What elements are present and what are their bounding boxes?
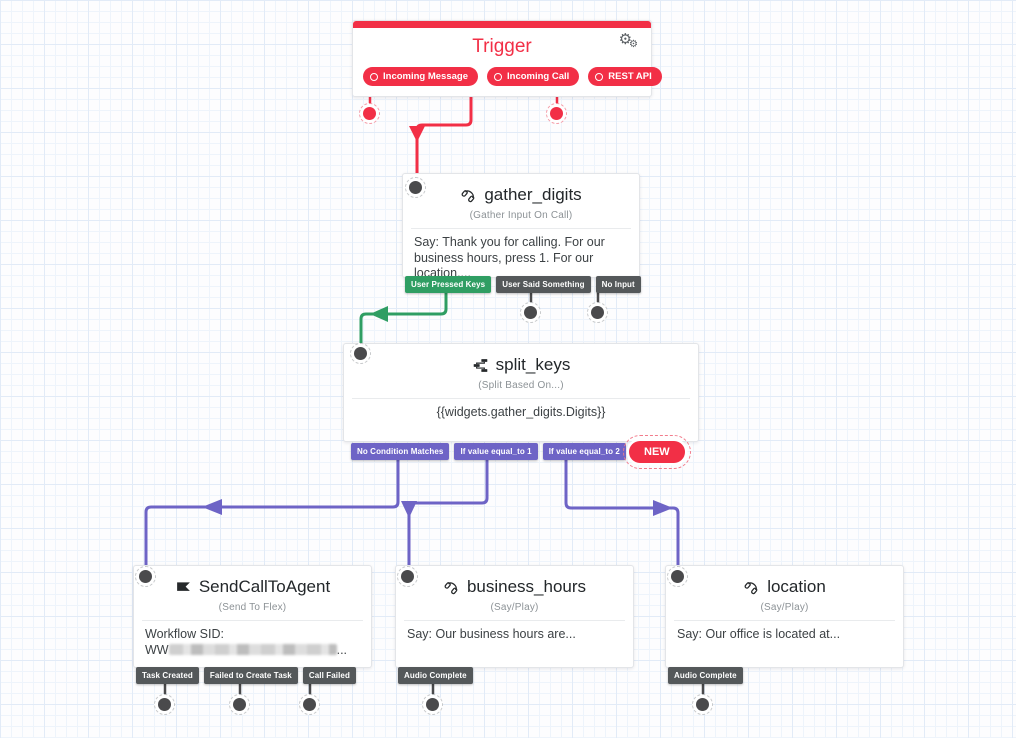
radio-icon xyxy=(494,72,502,81)
arrowhead-right-purple xyxy=(653,500,673,516)
send-call-to-agent-widget[interactable]: SendCallToAgent (Send To Flex) Workflow … xyxy=(133,565,372,668)
input-dot-business-hours[interactable] xyxy=(397,566,418,587)
split-transitions: No Condition Matches If value equal_to 1… xyxy=(351,443,626,460)
workflow-sid-prefix: WW xyxy=(145,642,169,657)
endpoint-dot-task-created[interactable] xyxy=(154,694,175,715)
trigger-pill-incoming-message[interactable]: Incoming Message xyxy=(363,67,478,86)
new-transition-button[interactable]: NEW xyxy=(623,435,691,469)
endpoint-dot-user-said-something[interactable] xyxy=(520,302,541,323)
transition-if-value-equal-to-2[interactable]: If value equal_to 2 xyxy=(542,443,626,460)
endpoint-dot-audio-complete-business[interactable] xyxy=(422,694,443,715)
pill-label: Incoming Call xyxy=(507,71,570,82)
input-dot-gather-digits[interactable] xyxy=(405,177,426,198)
connector-no-match-to-send[interactable] xyxy=(144,460,400,570)
new-button-dashed-ring xyxy=(623,435,691,469)
workflow-sid-label: Workflow SID: xyxy=(145,627,224,641)
pill-label: REST API xyxy=(608,71,652,82)
radio-icon xyxy=(370,72,378,81)
transition-user-said-something[interactable]: User Said Something xyxy=(496,276,591,293)
flex-flag-icon xyxy=(176,581,190,591)
widget-type: (Gather Input On Call) xyxy=(469,210,573,221)
widget-title: business_hours xyxy=(466,577,587,596)
trigger-pill-rest-api[interactable]: REST API xyxy=(588,67,662,86)
widget-body: Workflow SID: WW... xyxy=(134,627,371,658)
transition-if-value-equal-to-1[interactable]: If value equal_to 1 xyxy=(454,443,538,460)
divider xyxy=(142,620,363,621)
transition-user-pressed-keys[interactable]: User Pressed Keys xyxy=(405,276,492,293)
redacted-sid-blur xyxy=(168,643,337,655)
widget-body: Say: Our office is located at... xyxy=(677,627,841,641)
input-dot-split-keys[interactable] xyxy=(350,343,371,364)
endpoint-dot-audio-complete-location[interactable] xyxy=(692,694,713,715)
divider xyxy=(404,620,625,621)
arrowhead-left-green xyxy=(370,306,388,322)
arrowhead-down-purple xyxy=(401,501,417,518)
connector-equal2-to-location[interactable] xyxy=(564,460,680,570)
gear-icon[interactable]: ⚙⚙ xyxy=(618,31,638,50)
transition-no-condition-matches[interactable]: No Condition Matches xyxy=(351,443,450,460)
widget-title-row: SendCallToAgent xyxy=(134,577,371,597)
widget-body: {{widgets.gather_digits.Digits}} xyxy=(436,405,606,419)
phone-handset-icon xyxy=(461,189,475,202)
transition-no-input[interactable]: No Input xyxy=(595,276,641,293)
phone-handset-icon xyxy=(744,581,758,594)
arrowhead-left-purple xyxy=(202,499,222,515)
widget-type: (Send To Flex) xyxy=(218,602,287,613)
divider xyxy=(411,228,631,229)
widget-title: gather_digits xyxy=(484,185,582,204)
trigger-accent-bar xyxy=(353,21,651,28)
split-keys-widget[interactable]: split_keys (Split Based On...) {{widgets… xyxy=(343,343,699,442)
endpoint-dot-incoming-message[interactable] xyxy=(359,103,380,124)
workflow-sid-suffix: ... xyxy=(336,642,348,657)
business-hours-widget[interactable]: business_hours (Say/Play) Say: Our busin… xyxy=(395,565,634,668)
trigger-title: Trigger xyxy=(472,36,532,57)
widget-body: Say: Thank you for calling. For our busi… xyxy=(414,235,605,281)
location-widget[interactable]: location (Say/Play) Say: Our office is l… xyxy=(665,565,904,668)
widget-body: Say: Our business hours are... xyxy=(407,627,576,641)
widget-type: (Say/Play) xyxy=(760,602,809,613)
endpoint-dot-no-input[interactable] xyxy=(587,302,608,323)
arrowhead-down-red xyxy=(409,126,425,142)
input-dot-send-call-to-agent[interactable] xyxy=(135,566,156,587)
connector-pressed-keys-to-split[interactable] xyxy=(359,292,448,347)
widget-title-row: split_keys xyxy=(344,355,698,375)
transition-audio-complete[interactable]: Audio Complete xyxy=(398,667,473,684)
widget-title-row: business_hours xyxy=(396,577,633,597)
widget-type: (Split Based On...) xyxy=(478,380,564,391)
location-transitions: Audio Complete xyxy=(668,667,743,684)
phone-handset-icon xyxy=(444,581,458,594)
transition-call-failed[interactable]: Call Failed xyxy=(302,667,356,684)
pill-label: Incoming Message xyxy=(383,71,468,82)
connector-equal1-to-business[interactable] xyxy=(407,460,489,570)
divider xyxy=(352,398,690,399)
widget-title-row: location xyxy=(666,577,903,597)
endpoint-dot-rest-api[interactable] xyxy=(546,103,567,124)
send-transitions: Task Created Failed to Create Task Call … xyxy=(136,667,356,684)
endpoint-dot-call-failed[interactable] xyxy=(299,694,320,715)
trigger-widget[interactable]: Trigger ⚙⚙ Incoming Message Incoming Cal… xyxy=(352,20,662,97)
gather-digits-widget[interactable]: gather_digits (Gather Input On Call) Say… xyxy=(402,173,640,280)
trigger-pill-incoming-call[interactable]: Incoming Call xyxy=(487,67,580,86)
widget-title: split_keys xyxy=(495,355,571,374)
radio-icon xyxy=(595,72,604,81)
widget-type: (Say/Play) xyxy=(490,602,539,613)
endpoint-dot-failed-to-create-task[interactable] xyxy=(229,694,250,715)
gather-transitions: User Pressed Keys User Said Something No… xyxy=(405,276,641,293)
trigger-pill-row: Incoming Message Incoming Call REST API xyxy=(363,67,662,86)
connector-incoming-call-to-gather[interactable] xyxy=(415,84,473,181)
widget-title: SendCallToAgent xyxy=(198,577,331,596)
transition-audio-complete[interactable]: Audio Complete xyxy=(668,667,743,684)
divider xyxy=(674,620,895,621)
transition-failed-to-create-task[interactable]: Failed to Create Task xyxy=(203,667,298,684)
transition-task-created[interactable]: Task Created xyxy=(136,667,199,684)
business-transitions: Audio Complete xyxy=(398,667,473,684)
widget-title: location xyxy=(767,577,826,596)
split-branch-icon xyxy=(473,358,487,372)
widget-title-row: gather_digits xyxy=(403,185,639,205)
input-dot-location[interactable] xyxy=(667,566,688,587)
